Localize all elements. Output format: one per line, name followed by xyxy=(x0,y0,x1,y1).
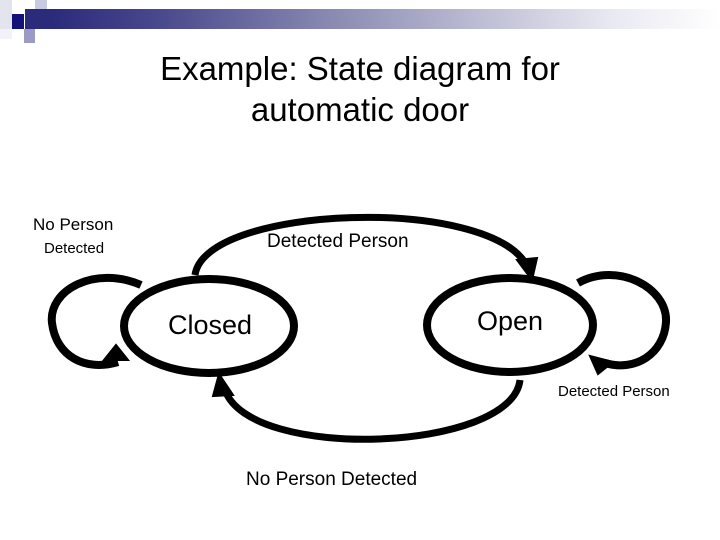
decor-tile-14 xyxy=(35,29,47,39)
slide-header-decoration xyxy=(0,0,720,46)
transition-closed-self-arrowhead xyxy=(101,343,131,361)
decor-tile-2 xyxy=(12,0,24,14)
decor-tile-7 xyxy=(12,14,24,29)
transition-open-to-closed-arrowhead xyxy=(211,371,235,398)
decor-tile-5 xyxy=(47,0,59,9)
transition-open-self-arrowhead xyxy=(588,354,616,376)
state-open-label: Open xyxy=(476,306,544,336)
transition-label-closed-self-line-2: Detected xyxy=(44,240,105,257)
transition-label-open-self: Detected Person xyxy=(558,383,670,400)
transition-open-to-closed-arc xyxy=(221,379,524,443)
transition-label-closed-self-line-1: No Person xyxy=(33,215,114,234)
decor-tile-11 xyxy=(0,29,12,39)
transition-closed-to-open-arrowhead xyxy=(515,256,539,283)
decor-tile-13 xyxy=(24,29,35,43)
state-closed-shape[interactable] xyxy=(120,275,298,377)
transition-closed-to-open-arc xyxy=(191,213,531,276)
transition-closed-self-loop xyxy=(47,273,143,369)
decor-tile-4 xyxy=(35,0,47,9)
decor-tile-3 xyxy=(24,0,35,9)
state-closed-label: Closed xyxy=(167,310,253,340)
decor-tile-1 xyxy=(0,0,12,14)
page-title-line-1: Example: State diagram for xyxy=(160,50,560,87)
decor-tile-12 xyxy=(12,29,24,39)
transition-label-closed-to-open: Detected Person xyxy=(267,231,409,252)
state-open-shape[interactable] xyxy=(423,274,597,376)
page-title: Example: State diagram for automatic doo… xyxy=(60,48,660,130)
transition-open-self-loop xyxy=(576,271,670,370)
decor-tile-6 xyxy=(0,14,12,29)
page-title-line-2: automatic door xyxy=(250,91,470,128)
header-gradient-bar xyxy=(25,9,720,29)
transition-label-open-to-closed: No Person Detected xyxy=(246,469,418,490)
